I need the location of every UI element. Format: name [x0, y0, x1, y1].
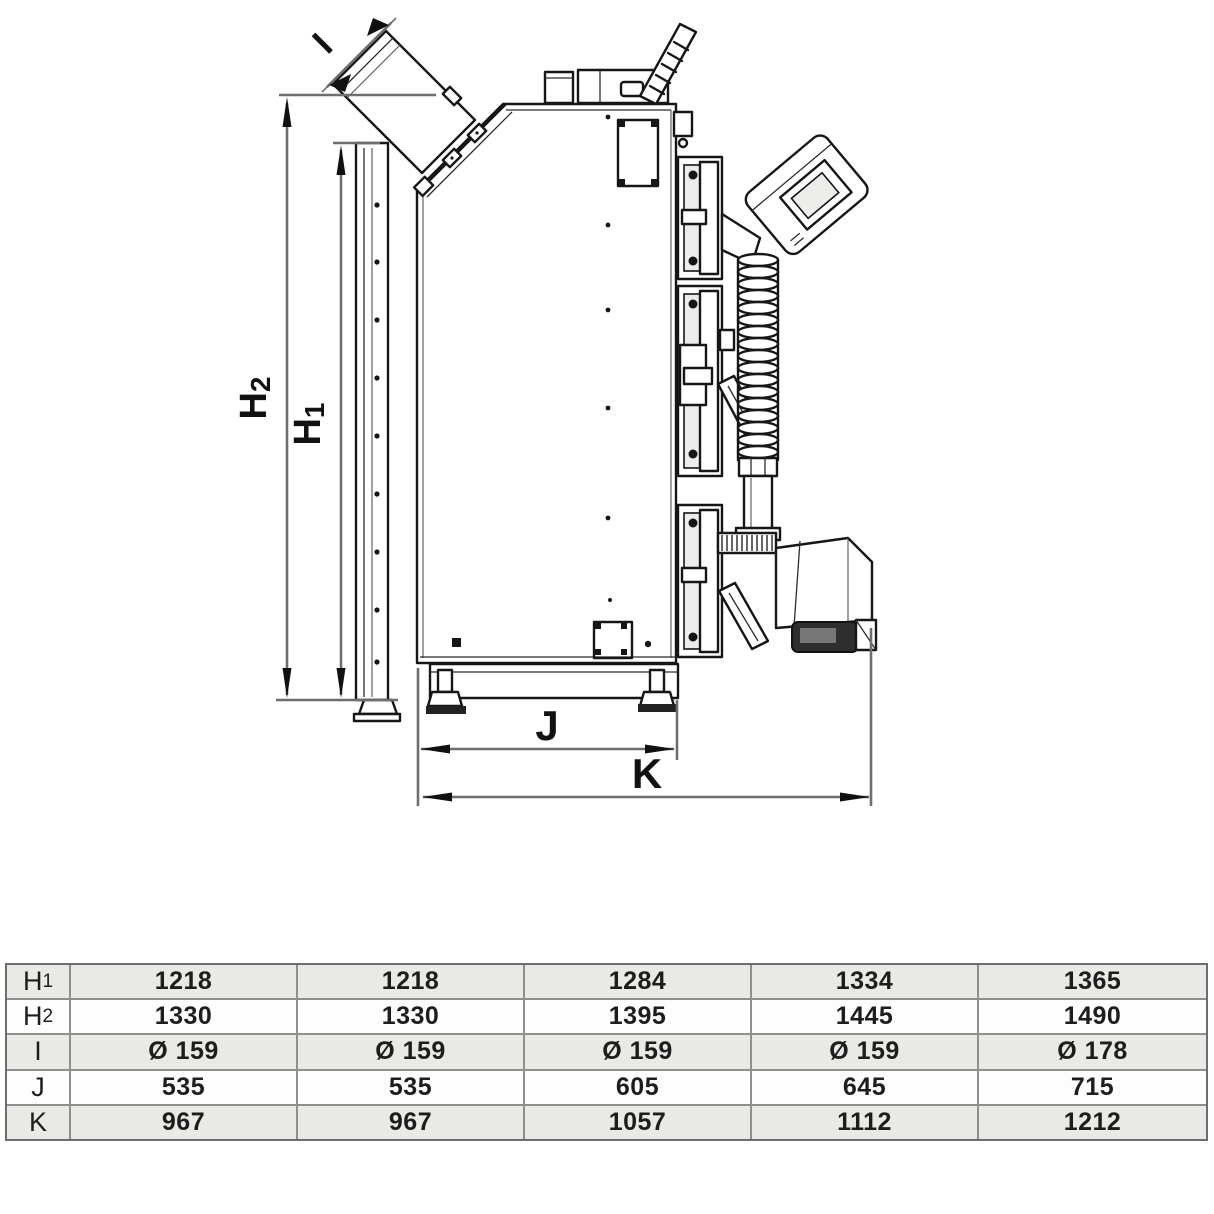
- drop-tube: [742, 474, 774, 532]
- bottom-cleanout: [592, 620, 634, 660]
- table-cell: Ø 159: [71, 1035, 298, 1069]
- row-label-j: J: [7, 1070, 71, 1104]
- dimension-j: J: [416, 668, 679, 806]
- table-cell: 645: [752, 1070, 979, 1104]
- lower-door: [676, 503, 724, 659]
- chimney-collar: [543, 70, 575, 105]
- table-cell: 1365: [1063, 967, 1122, 996]
- label-h1: H1: [287, 402, 330, 445]
- table-cell: 1330: [298, 1000, 525, 1034]
- label-k: K: [632, 750, 662, 797]
- table-cell: 1218: [298, 965, 525, 999]
- upper-door: [676, 155, 724, 281]
- hose-coupling: [737, 456, 779, 478]
- table-cell: 1330: [71, 1000, 298, 1034]
- table-cell: 605: [525, 1070, 752, 1104]
- boiler-body: [412, 102, 678, 665]
- burner-housing: [774, 536, 874, 630]
- panel-screen: [790, 171, 840, 220]
- table-cell: Ø 159: [298, 1035, 525, 1069]
- control-panel-assembly: [720, 134, 869, 266]
- boiler-drawing: H2 H1 I J K: [233, 17, 878, 806]
- pellet-burner: [716, 531, 878, 653]
- table-cell: 1445: [752, 1000, 979, 1034]
- table-cell: 967: [71, 1105, 298, 1139]
- row-label-k: K: [7, 1105, 71, 1139]
- dimension-h2: H2: [233, 93, 436, 702]
- table-cell: 1395: [525, 1000, 752, 1034]
- table-cell: 535: [71, 1070, 298, 1104]
- jacket-foot: [357, 698, 399, 716]
- table-row: J 535 535 605 645 715: [7, 1068, 1206, 1104]
- inspection-plate: [616, 118, 660, 188]
- table-cell: 1490: [1063, 1002, 1122, 1031]
- sensor-pocket: [452, 638, 461, 647]
- table-cell: 967: [298, 1105, 525, 1139]
- top-fittings: [543, 22, 698, 149]
- dimension-k: K: [422, 628, 873, 806]
- table-cell: Ø 178: [1057, 1037, 1128, 1066]
- flue-sensor-fitting: [672, 110, 694, 138]
- table-row: I Ø 159 Ø 159 Ø 159 Ø 159 Ø 178: [7, 1033, 1206, 1069]
- table-cell: 1112: [752, 1105, 979, 1139]
- table-cell: Ø 159: [525, 1035, 752, 1069]
- rear-foot: [638, 668, 678, 712]
- pellet-feed-hose: [734, 252, 782, 542]
- slant-smoke-door: [412, 102, 513, 198]
- flue-pipe: [331, 29, 477, 175]
- heat-exchanger-doors: [676, 155, 770, 659]
- cleaning-tool-handle: [638, 22, 698, 106]
- table-cell: 535: [298, 1070, 525, 1104]
- table-cell: 715: [1070, 1072, 1115, 1101]
- label-i: I: [304, 25, 340, 61]
- front-foot: [426, 668, 466, 714]
- table-cell: 1057: [525, 1105, 752, 1139]
- water-jacket-panel: [352, 141, 402, 723]
- base-frame: [426, 662, 680, 714]
- table-cell: 1284: [525, 965, 752, 999]
- dimension-h1: H1: [287, 141, 380, 698]
- table-cell: 1218: [71, 965, 298, 999]
- table-row: K 967 967 1057 1112 1212: [7, 1103, 1206, 1139]
- table-cell: 1334: [752, 965, 979, 999]
- control-panel: [744, 134, 869, 256]
- row-label-i: I: [7, 1035, 71, 1069]
- middle-door: [676, 284, 736, 478]
- label-j: J: [535, 702, 558, 749]
- table-cell: Ø 159: [752, 1035, 979, 1069]
- label-h2: H2: [233, 376, 276, 419]
- table-cell: 1212: [1063, 1107, 1122, 1136]
